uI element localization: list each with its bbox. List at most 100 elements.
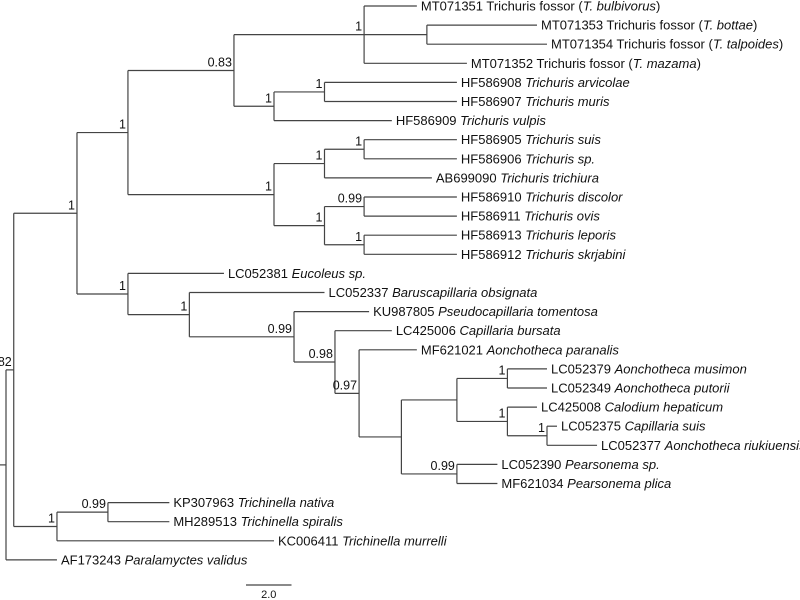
tip-label: LC052381 Eucoleus sp. — [228, 266, 366, 281]
tip-accession: LC052337 — [329, 285, 393, 300]
tip-label: AF173243 Paralamyctes validus — [61, 552, 248, 567]
tip-species: Aonchotheca paranalis — [486, 342, 620, 357]
tip-label: HF586909 Trichuris vulpis — [396, 113, 547, 128]
tip-accession: MT071352 — [471, 56, 537, 71]
support-value: 0.97 — [333, 378, 357, 392]
support-value: 1 — [180, 300, 187, 314]
tip-accession: LC052379 — [551, 361, 615, 376]
tip-accession: LC052381 — [228, 266, 292, 281]
support-value: 1 — [316, 149, 323, 163]
tip-label: LC052390 Pearsonema sp. — [501, 457, 659, 472]
tip-species: Pseudocapillaria tomentosa — [438, 304, 598, 319]
tip-species: Pearsonema sp. — [565, 457, 660, 472]
tip-label: MF621021 Aonchotheca paranalis — [421, 342, 620, 357]
support-value: 0.98 — [309, 347, 333, 361]
tip-accession: HF586906 — [461, 151, 525, 166]
tip-accession: KP307963 — [173, 495, 237, 510]
tip-species: Aonchotheca riukiuensis — [664, 438, 800, 453]
tip-label: HF586910 Trichuris discolor — [461, 190, 623, 205]
support-value: 1 — [316, 211, 323, 225]
tip-label: MT071353 Trichuris fossor (T. bottae) — [541, 18, 757, 33]
tip-species: Trichuris leporis — [525, 228, 616, 243]
tip-species: Aonchotheca musimon — [614, 361, 747, 376]
support-value: 1 — [498, 363, 505, 377]
scale-bar-label: 2.0 — [261, 589, 276, 600]
tip-species: Trichuris suis — [525, 132, 601, 147]
tip-species: ) — [779, 37, 783, 52]
tip-accession: LC052390 — [501, 457, 565, 472]
scale-bar: 2.0 — [246, 584, 292, 600]
support-value: 0.99 — [268, 322, 292, 336]
tip-accession: LC425008 — [541, 400, 605, 415]
tip-species: Trichuris fossor ( — [536, 56, 633, 71]
tip-label: LC052377 Aonchotheca riukiuensis — [601, 438, 800, 453]
tip-label: KC006411 Trichinella murrelli — [278, 533, 448, 548]
tip-label: LC052337 Baruscapillaria obsignata — [329, 285, 538, 300]
tip-species: Baruscapillaria obsignata — [392, 285, 537, 300]
support-value: 1 — [48, 511, 55, 525]
tip-species: Trichuris fossor ( — [607, 18, 704, 33]
support-value: 0.82 — [0, 355, 12, 369]
tip-accession: HF586905 — [461, 132, 525, 147]
tip-label: MT071352 Trichuris fossor (T. mazama) — [471, 56, 701, 71]
tip-species: Paralamyctes validus — [125, 552, 248, 567]
tip-species: Aonchotheca putorii — [614, 381, 731, 396]
tip-accession: LC425006 — [396, 323, 460, 338]
tip-accession: HF586908 — [461, 75, 525, 90]
tip-accession: KU987805 — [373, 304, 438, 319]
support-value: 1 — [316, 77, 323, 91]
support-value: 1 — [265, 91, 272, 105]
support-value: 1 — [355, 134, 362, 148]
support-value: 1 — [355, 20, 362, 34]
tip-accession: MT071354 — [551, 37, 617, 52]
support-value: 1 — [68, 198, 75, 212]
tip-label: MT071354 Trichuris fossor (T. talpoides) — [551, 37, 783, 52]
tip-species: Trichuris vulpis — [460, 113, 546, 128]
tip-species: T. talpoides — [713, 37, 780, 52]
tip-label: HF586913 Trichuris leporis — [461, 228, 617, 243]
support-value: 0.99 — [82, 497, 106, 511]
support-value: 1 — [538, 421, 545, 435]
tip-label: LC425006 Capillaria bursata — [396, 323, 561, 338]
tree-branches — [0, 5, 598, 561]
tip-species: Capillaria suis — [625, 419, 706, 434]
tip-species: Trichinella spiralis — [241, 514, 344, 529]
tip-species: Trichuris fossor ( — [617, 37, 714, 52]
tip-species: Trichuris fossor ( — [486, 0, 583, 14]
tip-label: LC052379 Aonchotheca musimon — [551, 361, 747, 376]
tip-accession: LC052375 — [561, 419, 625, 434]
tip-accession: LC052377 — [601, 438, 665, 453]
support-value: 1 — [119, 118, 126, 132]
tip-species: Trichuris arvicolae — [525, 75, 630, 90]
support-value: 1 — [119, 279, 126, 293]
tip-label: HF586911 Trichuris ovis — [461, 209, 600, 224]
tip-species: Eucoleus sp. — [292, 266, 366, 281]
tip-species: Trichuris muris — [525, 94, 610, 109]
tip-species: T. bulbivorus — [583, 0, 657, 14]
tip-accession: MF621021 — [421, 342, 487, 357]
tip-accession: KC006411 — [278, 533, 342, 548]
tip-label: MT071351 Trichuris fossor (T. bulbivorus… — [421, 0, 660, 14]
tip-accession: HF586910 — [461, 190, 525, 205]
tip-label: MF621034 Pearsonema plica — [501, 476, 671, 491]
tip-accession: HF586909 — [396, 113, 460, 128]
tip-accession: MF621034 — [501, 476, 567, 491]
tip-label: LC052375 Capillaria suis — [561, 419, 706, 434]
support-value: 0.83 — [208, 55, 232, 69]
tip-label: AB699090 Trichuris trichiura — [436, 170, 599, 185]
tip-accession: HF586911 — [461, 209, 524, 224]
tip-label: LC052349 Aonchotheca putorii — [551, 381, 731, 396]
tip-label: HF586907 Trichuris muris — [461, 94, 610, 109]
tip-accession: MT071351 — [421, 0, 487, 14]
tip-accession: HF586912 — [461, 247, 525, 262]
support-value: 1 — [355, 230, 362, 244]
tip-species: ) — [656, 0, 660, 14]
tip-label: HF586912 Trichuris skrjabini — [461, 247, 627, 262]
tip-accession: HF586907 — [461, 94, 525, 109]
tip-label: KU987805 Pseudocapillaria tomentosa — [373, 304, 598, 319]
tip-species: T. mazama — [633, 56, 697, 71]
tip-label: HF586905 Trichuris suis — [461, 132, 601, 147]
tip-species: Pearsonema plica — [567, 476, 671, 491]
tip-species: Trichuris sp. — [525, 151, 595, 166]
